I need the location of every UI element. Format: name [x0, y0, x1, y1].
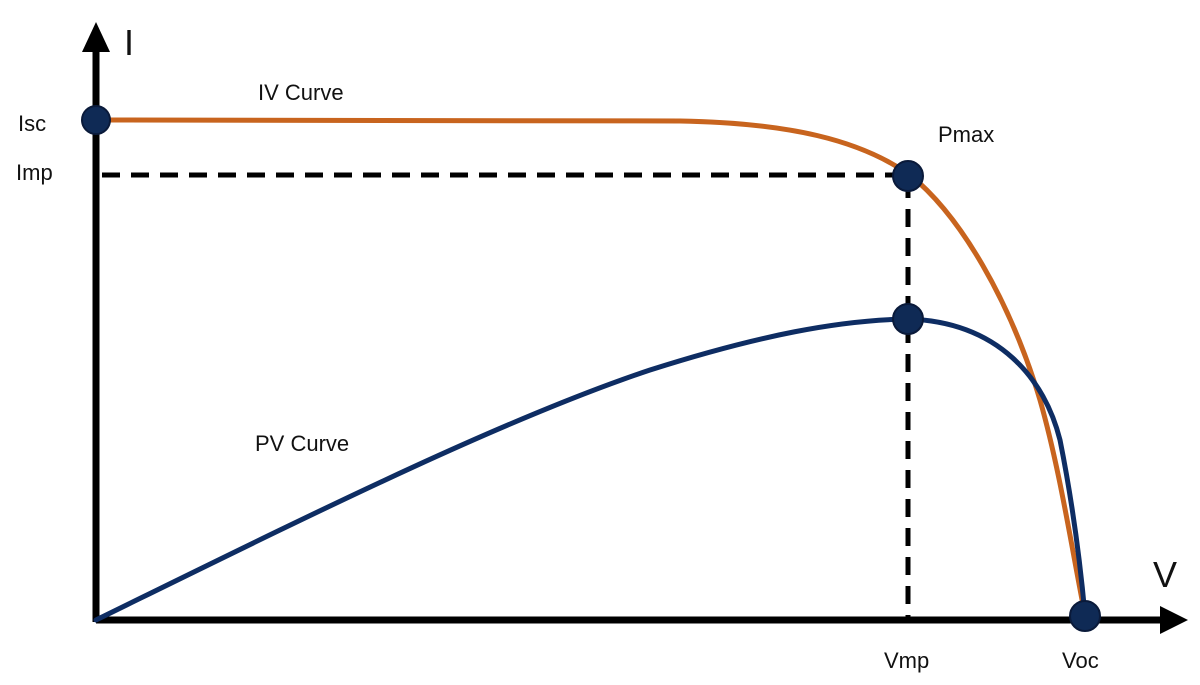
pv-curve — [93, 316, 1088, 623]
x-axis-label: V — [1153, 554, 1177, 595]
x-axis-arrow-icon — [1160, 606, 1188, 634]
vmp-label: Vmp — [884, 648, 929, 673]
iv-curve — [93, 117, 1088, 618]
y-axis-arrow-icon — [82, 22, 110, 52]
pmax-label: Pmax — [938, 122, 994, 147]
iv-curve-label: IV Curve — [258, 80, 344, 105]
y-axis-label: I — [124, 22, 134, 63]
voc-marker — [1069, 600, 1101, 632]
isc-marker — [81, 105, 111, 135]
pv-max-marker — [892, 303, 924, 335]
imp-label: Imp — [16, 160, 53, 185]
pv-curve-label: PV Curve — [255, 431, 349, 456]
voc-label: Voc — [1062, 648, 1099, 673]
isc-label: Isc — [18, 111, 46, 136]
pmax-marker — [892, 160, 924, 192]
